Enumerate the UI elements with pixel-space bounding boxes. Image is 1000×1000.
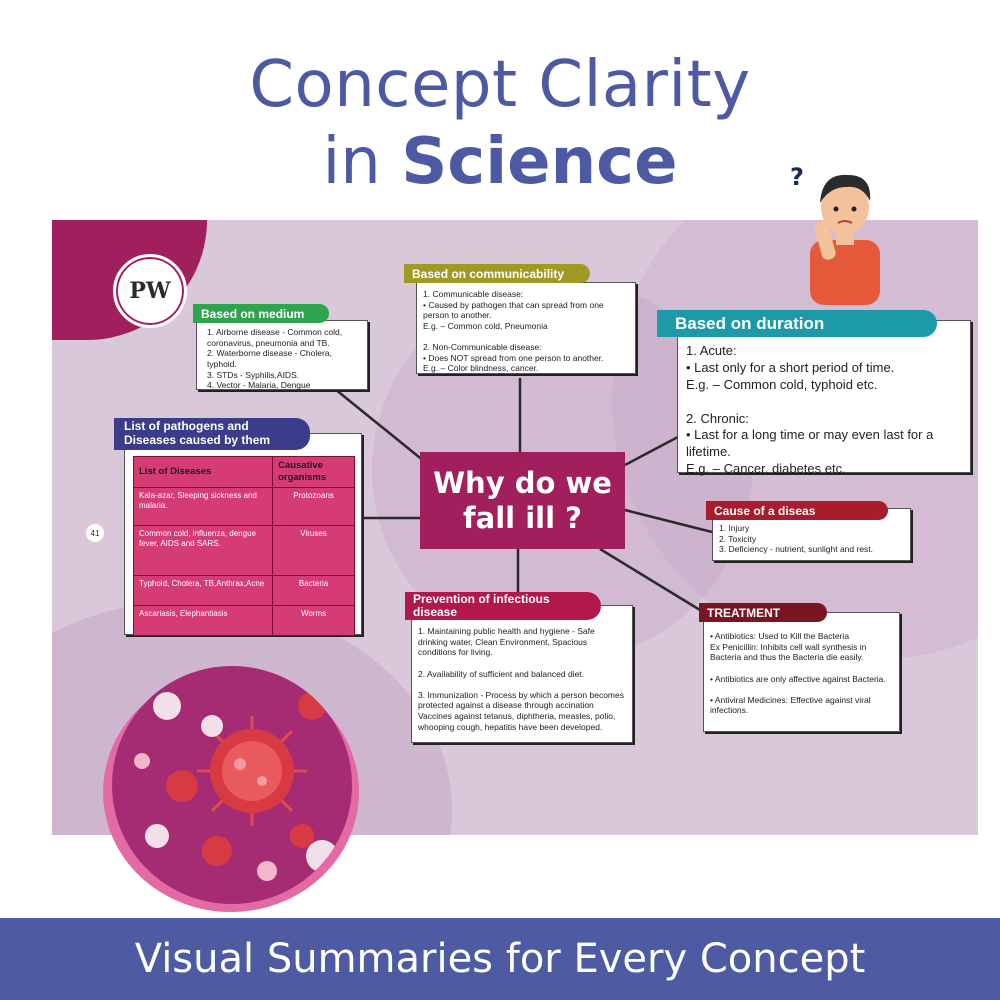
disease-cell: Typhoid, Cholera, TB,Anthrax,Acne: [132, 574, 274, 606]
communicability-card: 1. Communicable disease: • Caused by pat…: [416, 282, 636, 374]
duration-line: 1. Acute:: [686, 343, 737, 358]
communicability-line: E.g. – Color blindness, cancer.: [423, 363, 539, 374]
treatment-line: Ex Penicillin: Inhibits cell wall synthe…: [710, 641, 867, 663]
table-row: Typhoid, Cholera, TB,Anthrax,Acne Bacter…: [132, 574, 355, 606]
table-row: Kala-azar, Sleeping sickness and malaria…: [132, 486, 355, 526]
duration-line: 2. Chronic:: [686, 410, 749, 426]
table-header: Causative organisms: [272, 456, 355, 488]
virus-illustration: [112, 666, 352, 904]
cause-label: Cause of a diseas: [706, 501, 888, 520]
organism-cell: Bacteria: [272, 574, 355, 606]
duration-line: • Last only for a short period of time.: [686, 359, 895, 375]
title-line-2-prefix: in: [322, 125, 402, 199]
communicability-label: Based on communicability: [404, 264, 590, 283]
treatment-card: • Antibiotics: Used to Kill the Bacteria…: [703, 612, 900, 732]
cause-line: 2. Toxicity: [719, 533, 757, 544]
medium-line: 1. Airborne disease - Common cold, coron…: [207, 327, 343, 348]
virus-icon: [134, 692, 338, 881]
duration-line: [686, 394, 962, 411]
medium-line: 3. STDs - Syphilis,AIDS.: [207, 369, 300, 380]
prevention-line: 3. Immunization - Process by which a per…: [418, 689, 624, 732]
organism-cell: Protozoans: [272, 486, 355, 526]
prevention-line: [418, 658, 626, 669]
communicability-line: E.g. – Common cold, Pneumonia: [423, 320, 548, 331]
medium-line: 2. Waterborne disease - Cholera, typhoid…: [207, 348, 332, 369]
page-number: 41: [86, 524, 104, 542]
duration-label: Based on duration: [657, 310, 937, 337]
treatment-line: [710, 663, 893, 674]
treatment-line: • Antibiotics are only affective against…: [710, 673, 886, 684]
medium-line: 4. Vector - Malaria, Dengue: [207, 380, 311, 391]
pathogens-table: List of Diseases Causative organisms Kal…: [132, 456, 355, 636]
communicability-line: • Does NOT spread from one person to ano…: [423, 352, 604, 363]
treatment-line: • Antiviral Medicines: Effective against…: [710, 694, 871, 716]
disease-cell: Kala-azar, Sleeping sickness and malaria…: [132, 486, 274, 526]
table-row: Ascariasis, Elephantiasis Worms: [132, 604, 355, 636]
treatment-label: TREATMENT: [699, 603, 827, 622]
communicability-line: • Caused by pathogen that can spread fro…: [423, 299, 604, 321]
disease-cell: Common cold, influenza, dengue fever, AI…: [132, 524, 274, 576]
central-topic: Why do we fall ill ?: [420, 452, 625, 549]
prevention-line: 2. Availability of sufficient and balanc…: [418, 668, 585, 679]
thinking-boy-icon: [810, 174, 880, 305]
prevention-card: 1. Maintaining public health and hygiene…: [411, 605, 633, 743]
title-line-2: in Science: [0, 125, 1000, 199]
pathogens-card: List of Diseases Causative organisms Kal…: [124, 433, 362, 636]
treatment-line: [710, 684, 893, 695]
question-mark: ?: [790, 163, 804, 191]
table-row: Common cold, influenza, dengue fever, AI…: [132, 524, 355, 576]
title-line-2-bold: Science: [401, 125, 678, 199]
cause-line: 1. Injury: [719, 523, 750, 533]
medium-card: 1. Airborne disease - Common cold, coron…: [196, 320, 368, 390]
pathogens-label: List of pathogens and Diseases caused by…: [114, 418, 310, 450]
prevention-line: [418, 679, 626, 690]
pw-logo-icon: PW: [113, 254, 187, 328]
disease-cell: Ascariasis, Elephantiasis: [132, 604, 274, 636]
communicability-line: 1. Communicable disease:: [423, 289, 524, 299]
table-header: List of Diseases: [132, 456, 274, 488]
duration-card: 1. Acute: • Last only for a short period…: [677, 320, 971, 476]
duration-line: • Last for a long time or may even last …: [686, 427, 934, 460]
medium-label: Based on medium: [193, 304, 329, 323]
communicability-line: 2. Non-Communicable disease:: [423, 342, 542, 353]
table-header-row: List of Diseases Causative organisms: [132, 456, 355, 488]
duration-line: E.g. – Common cold, typhoid etc.: [686, 376, 878, 392]
title-line-1: Concept Clarity: [249, 48, 751, 122]
duration-line: E.g. – Cancer, diabetes etc.: [686, 461, 846, 477]
treatment-line: • Antibiotics: Used to Kill the Bacteria: [710, 631, 850, 641]
cause-line: 3. Deficiency - nutrient, sunlight and r…: [719, 544, 874, 555]
organism-cell: Worms: [272, 604, 355, 636]
prevention-label: Prevention of infectious disease: [405, 592, 601, 620]
footer-banner: Visual Summaries for Every Concept: [0, 918, 1000, 1000]
prevention-line: 1. Maintaining public health and hygiene…: [418, 626, 595, 658]
organism-cell: Viruses: [272, 524, 355, 576]
communicability-line: [423, 332, 629, 343]
